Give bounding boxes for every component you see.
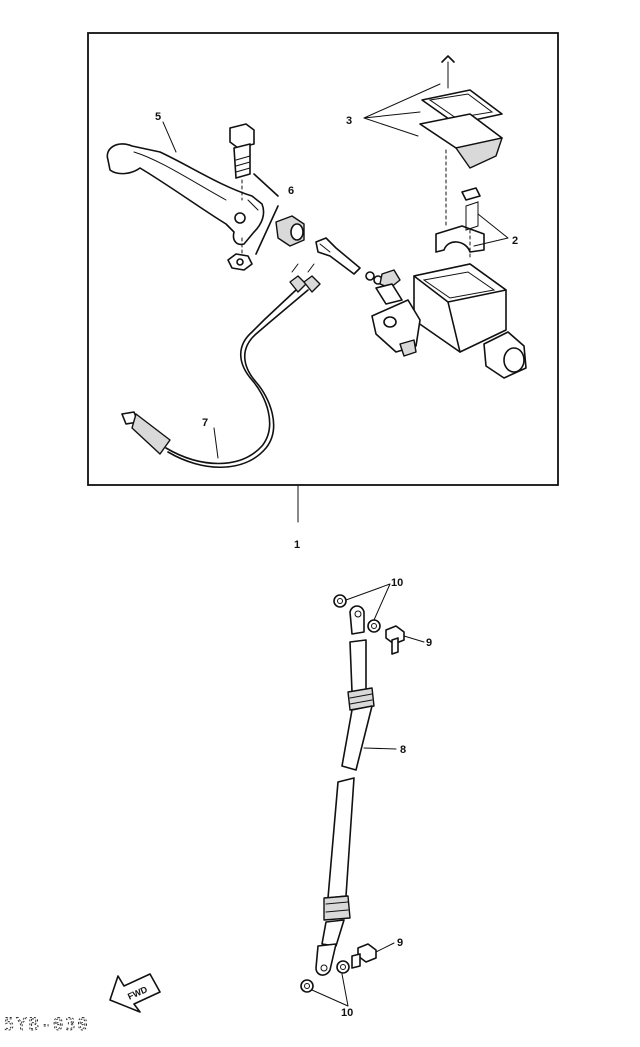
handlebar-clamp — [435, 187, 485, 261]
push-rod — [315, 237, 403, 305]
master-cylinder — [371, 263, 527, 379]
pivot-nut — [227, 253, 253, 271]
callout-6: 6 — [288, 185, 294, 197]
diagram-code: 5YB-030 — [4, 1015, 90, 1035]
clutch-hose — [300, 594, 381, 993]
callout-7: 7 — [202, 417, 208, 429]
callout-1: 1 — [294, 539, 300, 551]
callout-3: 3 — [346, 115, 352, 127]
reservoir-cap — [419, 55, 503, 227]
assembly-frame — [87, 32, 559, 486]
callout-9-lower: 9 — [397, 937, 403, 949]
callout-10-lower: 10 — [341, 1007, 353, 1019]
callout-5: 5 — [155, 111, 161, 123]
callout-9-upper: 9 — [426, 637, 432, 649]
callout-10-upper: 10 — [391, 577, 403, 589]
fwd-arrow-icon: FWD — [109, 973, 161, 1013]
clutch-lever — [106, 143, 265, 246]
union-bolt-upper — [385, 625, 405, 655]
lever-collar — [275, 215, 305, 247]
union-bolt-lower — [351, 943, 377, 969]
clutch-switch-harness — [121, 263, 321, 468]
pivot-bolt — [229, 123, 255, 179]
callout-8: 8 — [400, 744, 406, 756]
callout-2: 2 — [512, 235, 518, 247]
